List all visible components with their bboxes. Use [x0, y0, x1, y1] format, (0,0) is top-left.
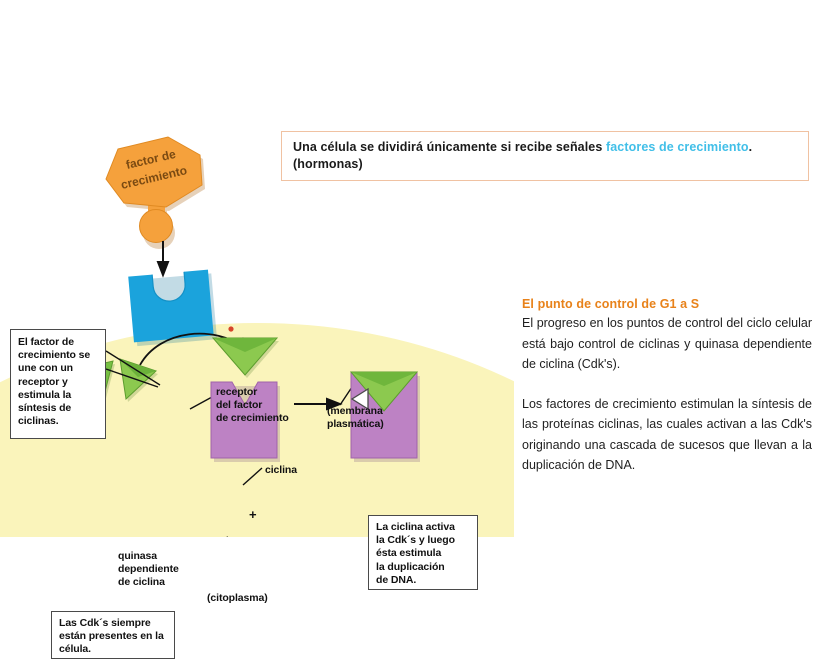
callout-cdk-always-present: Las Cdk´s siempre están presentes en la … [51, 611, 175, 659]
plus-sign: + [249, 507, 257, 522]
label-kinase-line-2: dependiente [118, 563, 179, 576]
cdk-shape [210, 381, 280, 462]
label-receptor-line-2: del factor [216, 399, 263, 412]
callout-line-3: ésta estimula [376, 547, 442, 560]
banner-text-after: . [748, 140, 753, 154]
label-receptor: receptor del factor de crecimiento [216, 386, 289, 426]
callout-line-5: de DNA. [376, 573, 417, 586]
paragraph-1: El progreso en los puntos de control del… [522, 316, 812, 371]
slide-canvas: Una célula se dividirá únicamente si rec… [0, 131, 812, 659]
banner-text-before: Una célula se dividirá únicamente si rec… [293, 140, 606, 154]
banner-line-2: (hormonas) [293, 157, 363, 171]
diagram-svg: factor de crecimiento [0, 136, 514, 537]
growth-factor-shape: factor de crecimiento [105, 136, 205, 249]
callout-complex-leader [350, 387, 369, 411]
banner-highlight: factores de crecimiento [605, 140, 749, 154]
callout-line-2: la Cdk´s y luego [376, 534, 455, 547]
label-kinase-line-3: de ciclina [118, 576, 165, 589]
label-kinase-line-1: quinasa [118, 550, 157, 562]
label-cyclin-dependent-kinase: quinasa dependiente de ciclina [118, 550, 179, 590]
cyclin-shape [211, 337, 279, 378]
label-receptor-line-3: de crecimiento [216, 412, 289, 425]
label-receptor-line-1: receptor [216, 386, 258, 398]
label-cyclin: ciclina [265, 464, 297, 476]
cytoplasm-dot [228, 326, 234, 332]
label-membrane-line-1: (membrana [327, 405, 383, 417]
paragraph-2: Los factores de crecimiento estimulan la… [522, 396, 812, 473]
callout-line-4: la duplicación [376, 560, 445, 573]
callout-line-1: La ciclina activa [376, 521, 455, 533]
receptor-shape [128, 269, 218, 347]
label-cytoplasm: (citoplasma) [207, 592, 268, 604]
callout-cyclin-activates-cdk: La ciclina activa la Cdk´s y luego ésta … [368, 515, 478, 590]
label-membrane-line-2: plasmática) [327, 418, 384, 431]
growth-factor-banner: Una célula se dividirá únicamente si rec… [281, 131, 809, 181]
arrow-cdk-to-complex [294, 397, 343, 411]
cell-signaling-diagram: factor de crecimiento [0, 133, 514, 659]
label-plasma-membrane: (membrana plasmática) [327, 405, 384, 431]
banner-line-1: Una célula se dividirá únicamente si rec… [293, 139, 798, 156]
arrow-factor-to-receptor [156, 241, 170, 278]
g1-s-checkpoint-text: El punto de control de G1 a S El progres… [522, 297, 812, 476]
section-heading: El punto de control de G1 a S [522, 297, 700, 311]
callout-growth-factor: El factor de crecimiento se une con un r… [10, 329, 106, 439]
